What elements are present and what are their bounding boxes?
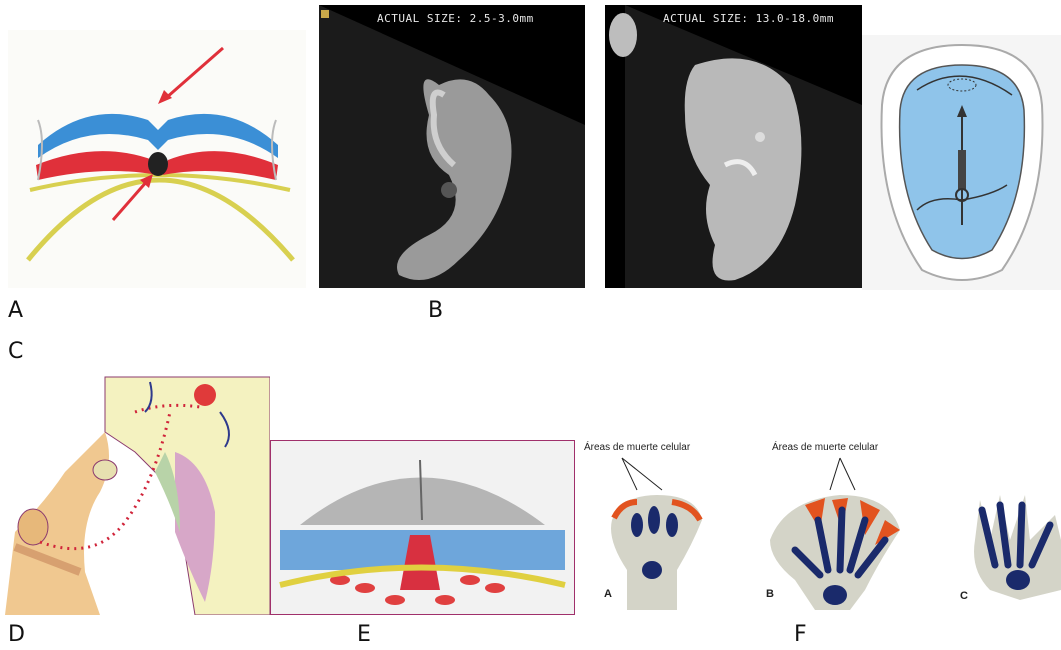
label-d: D [8, 624, 25, 646]
limb-panel-c: C [940, 440, 1061, 615]
label-a: A [8, 300, 23, 322]
limb-a-caption: Áreas de muerte celular [584, 442, 690, 453]
limb-c-letter: C [960, 590, 968, 602]
embryonic-disc-diagram [862, 35, 1061, 290]
neural-tube-section [270, 440, 575, 615]
label-b: B [428, 300, 443, 322]
neural-crest-diagram [5, 372, 270, 615]
label-e: E [357, 624, 371, 646]
limb-panel-a: Áreas de muerte celular A [582, 440, 712, 615]
embryo-2-caption: ACTUAL SIZE: 13.0-18.0mm [663, 12, 834, 25]
label-c: C [8, 341, 23, 363]
embryo-photo-late: ACTUAL SIZE: 13.0-18.0mm [605, 5, 862, 288]
limb-b-caption: Áreas de muerte celular [772, 442, 878, 453]
limb-a-letter: A [604, 588, 612, 600]
label-f: F [794, 624, 807, 646]
limb-panel-b: Áreas de muerte celular B [750, 440, 910, 615]
embryo-photo-early: ACTUAL SIZE: 2.5-3.0mm [319, 5, 585, 288]
neural-plate-diagram [8, 30, 306, 288]
embryo-1-caption: ACTUAL SIZE: 2.5-3.0mm [377, 12, 534, 25]
limb-b-letter: B [766, 588, 774, 600]
